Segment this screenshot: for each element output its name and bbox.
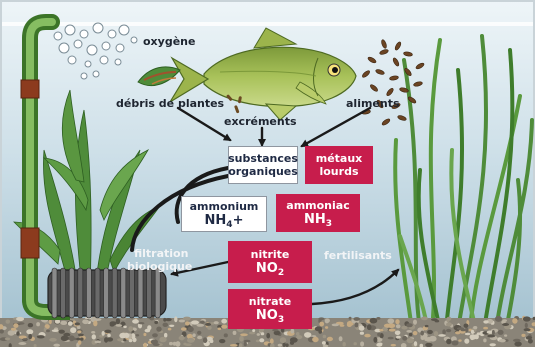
label-excrements: excréments	[224, 116, 297, 128]
box-metaux-line2: lourds	[319, 165, 358, 178]
box-substances-organiques: substances organiques	[228, 146, 298, 184]
box-substances-line2: organiques	[228, 165, 298, 178]
label-fertilisants: fertilisants	[324, 250, 392, 262]
biological-filter-icon	[48, 268, 166, 318]
box-nitrate-line1: nitrate	[249, 295, 291, 308]
label-filtration: filtration	[134, 248, 188, 260]
box-nitrite-formula: NO2	[256, 261, 284, 276]
box-ammonium: ammonium NH4+	[181, 196, 267, 232]
box-nitrite-line1: nitrite	[251, 248, 290, 261]
box-nitrite: nitrite NO2	[228, 241, 312, 283]
label-debris-de-plantes: débris de plantes	[116, 98, 224, 110]
box-substances-line1: substances	[228, 152, 298, 165]
label-aliments: aliments	[346, 98, 400, 110]
label-oxygene: oxygène	[143, 36, 195, 48]
box-nitrate-formula: NO3	[256, 308, 284, 323]
water-surface	[0, 22, 535, 26]
box-metaux-line1: métaux	[316, 152, 363, 165]
box-nitrate: nitrate NO3	[228, 289, 312, 329]
box-ammoniac-formula: NH3	[304, 212, 332, 227]
box-ammonium-formula: NH4+	[205, 213, 244, 228]
box-metaux-lourds: métaux lourds	[305, 146, 373, 184]
box-ammoniac: ammoniac NH3	[276, 194, 360, 232]
box-ammoniac-line1: ammoniac	[286, 199, 349, 212]
label-biologique: biologique	[127, 261, 192, 273]
box-ammonium-line1: ammonium	[190, 200, 259, 213]
